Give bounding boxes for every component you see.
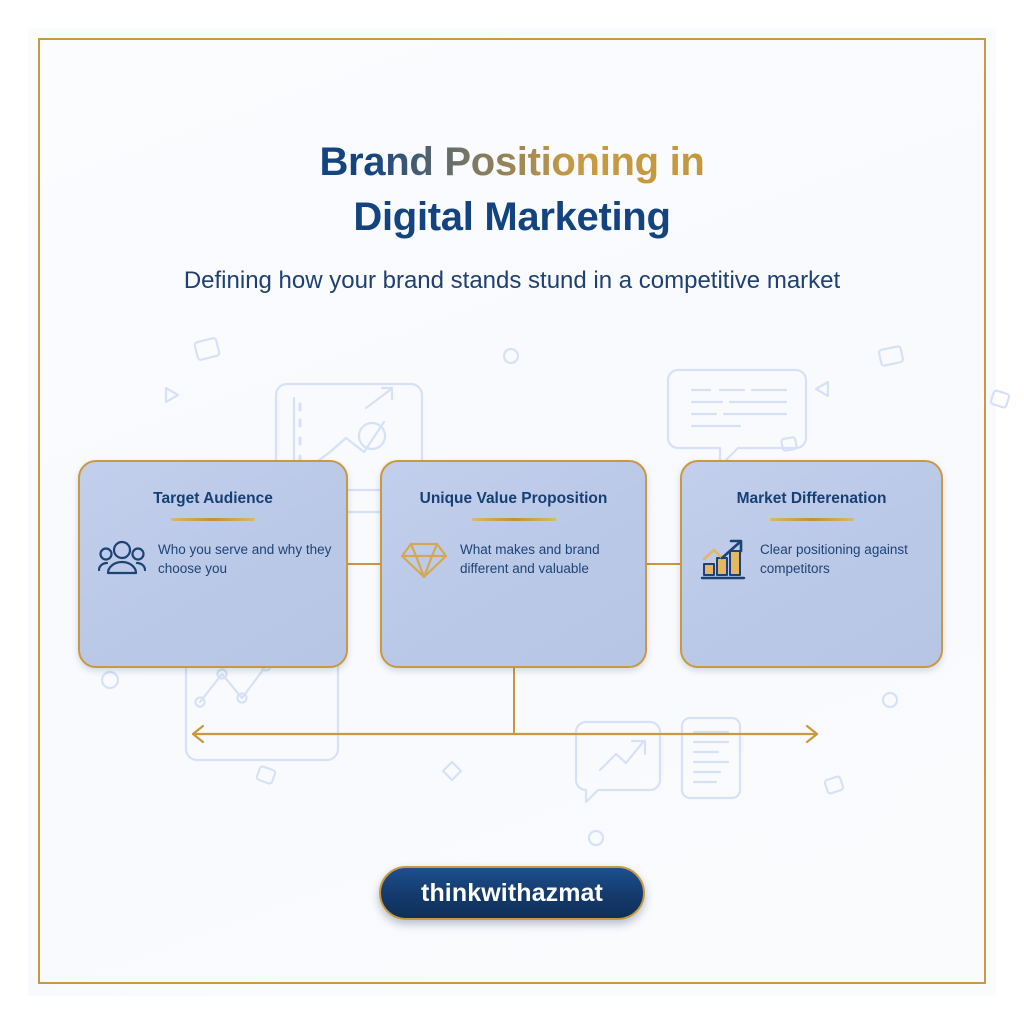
card-title: Market Differenation (736, 490, 887, 507)
diamond-gem-icon (400, 535, 448, 583)
card-divider (471, 518, 556, 521)
brand-badge[interactable]: thinkwithazmat (379, 866, 645, 920)
page-title-line-1: Brand Positioning in (0, 135, 1024, 190)
page-subtitle: Defining how your brand stands stund in … (183, 267, 841, 294)
card-description: What makes and brand different and valua… (460, 541, 600, 576)
connector-card2-card3 (647, 563, 680, 565)
card-divider (171, 518, 255, 521)
positioning-axis-arrow (191, 724, 819, 744)
header: Brand Positioning in Digital Marketing D… (0, 135, 1024, 299)
card-description: Clear positioning against competitors (760, 541, 908, 576)
page-title-line-2: Digital Marketing (353, 195, 671, 239)
bar-chart-growth-icon (700, 535, 748, 583)
card-title: Target Audience (153, 490, 273, 507)
card-body: Who you serve and why they choose you (80, 535, 346, 583)
card-title: Unique Value Proposition (419, 490, 608, 507)
connector-card2-to-axis (513, 668, 515, 734)
card-market-differenation[interactable]: Market Differenation Clear positioning a… (680, 460, 943, 668)
card-target-audience[interactable]: Target Audience Who you serve and why th… (78, 460, 348, 668)
connector-card1-card2 (348, 563, 380, 565)
card-body: Clear positioning against competitors (682, 535, 941, 583)
card-description: Who you serve and why they choose you (158, 541, 332, 576)
brand-badge-label: thinkwithazmat (421, 878, 603, 907)
card-body: What makes and brand different and valua… (382, 535, 645, 583)
card-divider (769, 518, 854, 521)
people-group-icon (98, 535, 146, 583)
card-unique-value-proposition[interactable]: Unique Value Proposition What makes and … (380, 460, 647, 668)
